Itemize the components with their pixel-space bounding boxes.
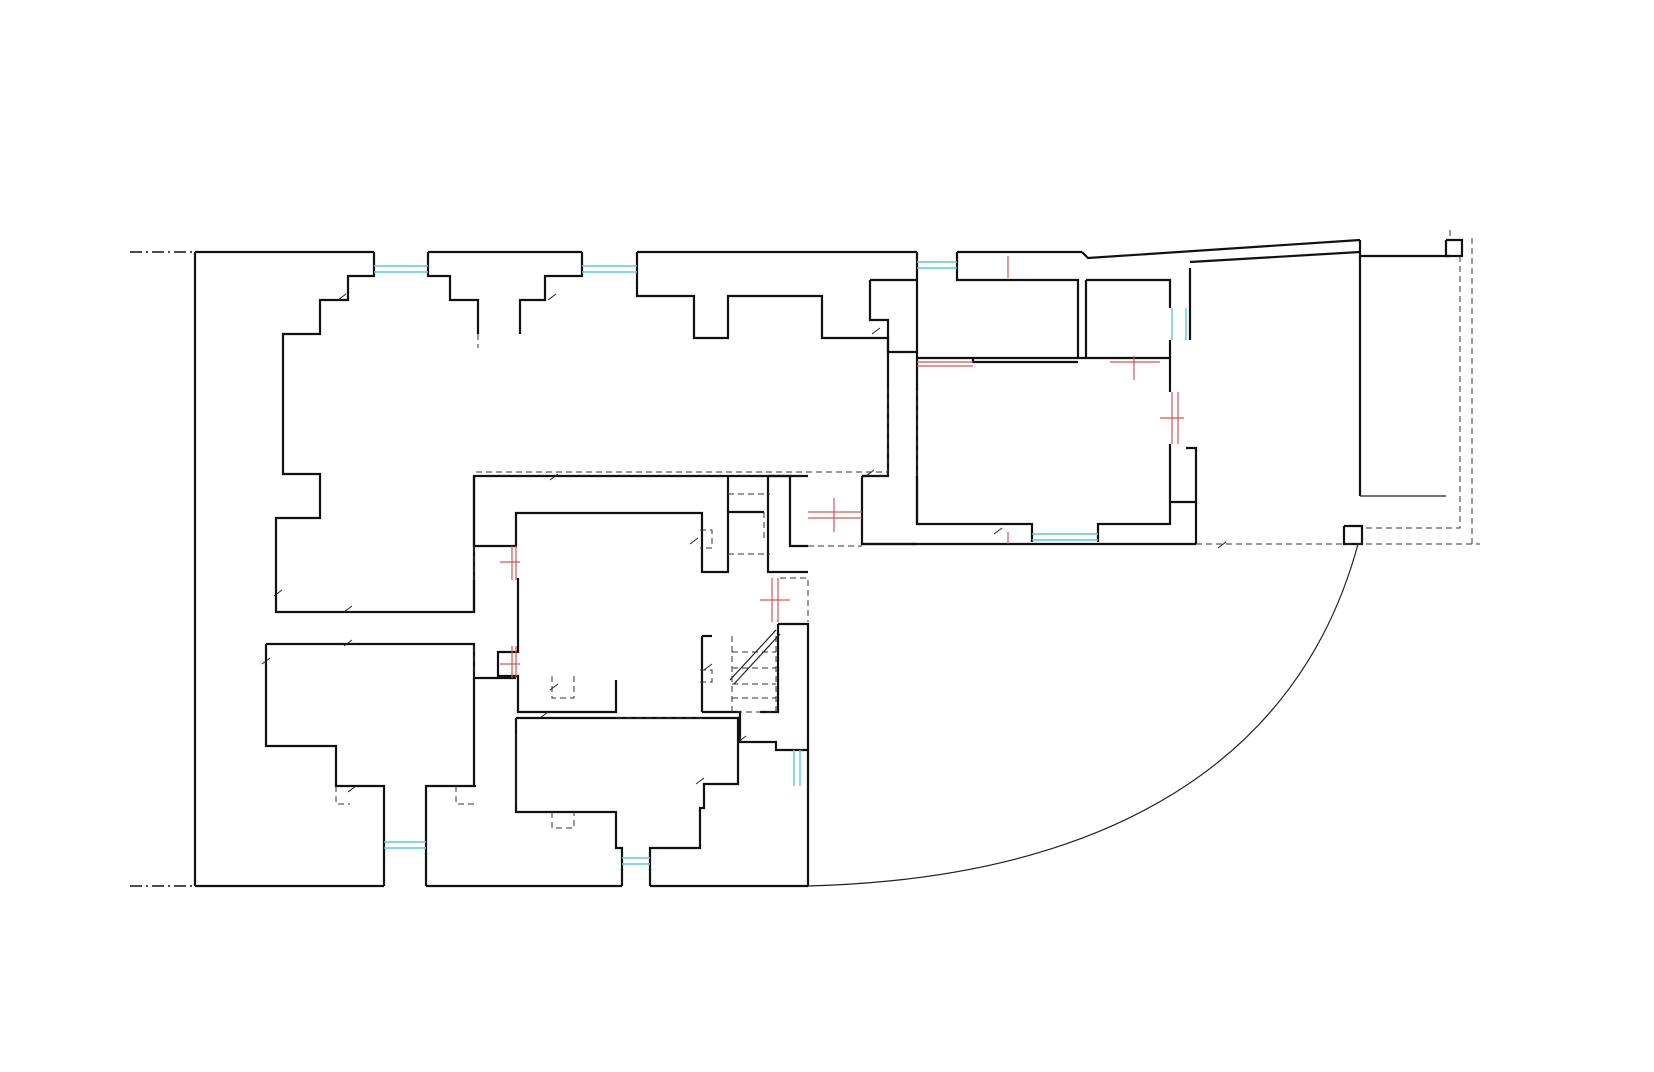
door-west-2 bbox=[500, 646, 520, 678]
window-east-1 bbox=[1171, 308, 1187, 340]
windows bbox=[374, 261, 1187, 865]
garden-boundary-curve bbox=[807, 543, 1359, 887]
property-boundary bbox=[130, 250, 808, 888]
door-east-wing-2 bbox=[1110, 356, 1160, 380]
window-north-3 bbox=[917, 261, 957, 269]
internal-openings bbox=[335, 334, 918, 829]
door-east-wing-1 bbox=[917, 361, 973, 367]
window-north-2 bbox=[582, 265, 637, 273]
carport bbox=[1196, 230, 1480, 546]
window-east-central bbox=[793, 750, 801, 786]
north-wall bbox=[274, 250, 919, 614]
window-south-east bbox=[1032, 533, 1098, 541]
door-central-east bbox=[760, 578, 790, 622]
door-west-1 bbox=[500, 546, 520, 580]
southwest-block bbox=[264, 642, 516, 886]
window-north-1 bbox=[374, 265, 428, 273]
central-block bbox=[472, 474, 810, 886]
door-corridor-link bbox=[808, 498, 862, 532]
window-south-west bbox=[384, 841, 426, 849]
stair bbox=[729, 629, 781, 713]
doors bbox=[500, 256, 1184, 678]
dimension-ticks bbox=[261, 293, 1227, 793]
door-east-wing-3 bbox=[1160, 392, 1184, 444]
window-south-middle bbox=[622, 857, 650, 865]
east-wing bbox=[860, 238, 1361, 546]
